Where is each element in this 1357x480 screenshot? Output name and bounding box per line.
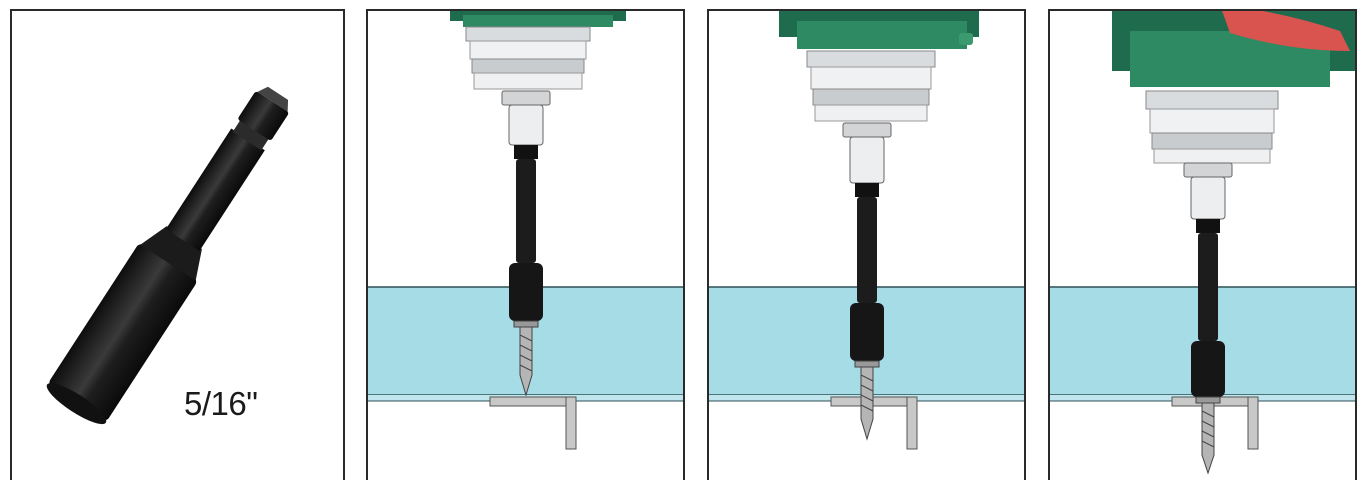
step-1-illustration (368, 11, 683, 450)
bit-size-label: 5/16" (184, 385, 258, 422)
steel-bracket (489, 396, 577, 450)
step-3-panel (1048, 9, 1357, 480)
nut-setter-bit-illustration (46, 86, 289, 425)
step-2-illustration (709, 11, 1024, 450)
trigger-icon (1222, 11, 1350, 51)
step-2-panel (707, 9, 1026, 480)
nut-setter-bit (46, 86, 289, 425)
steel-bracket (830, 396, 918, 450)
step-3-illustration (1050, 11, 1355, 475)
drill-head (450, 11, 626, 90)
drill-head (779, 11, 979, 122)
step-1-panel (366, 9, 685, 480)
bit-panel: 5/16" (10, 9, 345, 480)
drill-head (1112, 11, 1355, 164)
steel-bracket (1171, 396, 1259, 450)
